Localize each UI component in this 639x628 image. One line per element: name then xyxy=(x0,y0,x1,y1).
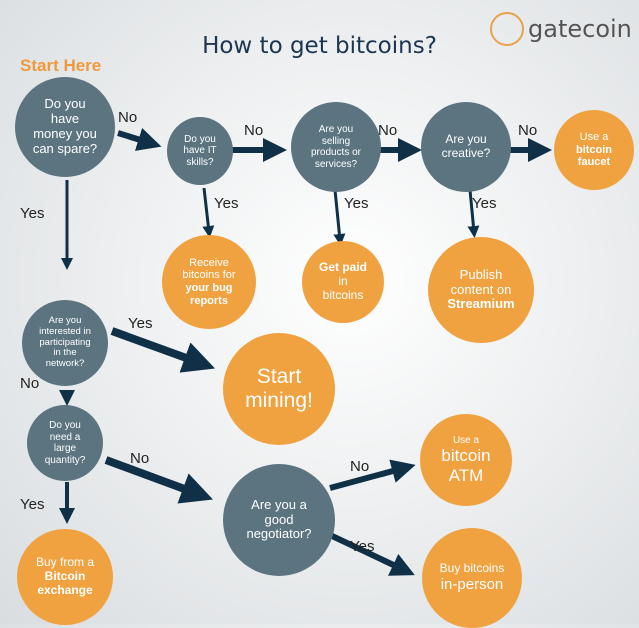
node-line: creative? xyxy=(441,146,491,160)
arrow-negotiator-to-atm xyxy=(329,459,416,491)
node-line: bitcoins for xyxy=(182,269,236,282)
label-yes: Yes xyxy=(20,496,45,513)
node-line: products or xyxy=(310,147,362,158)
node-line: large xyxy=(53,443,77,454)
label-yes: Yes xyxy=(128,315,153,332)
node-line: in the xyxy=(53,347,77,359)
node-line: reports xyxy=(190,294,228,307)
node-line: exchange xyxy=(37,582,93,597)
node-line: in xyxy=(338,274,348,289)
node-line: in-person xyxy=(440,576,504,594)
logo-text: gatecoin xyxy=(528,15,632,43)
node-line: bitcoin xyxy=(575,143,613,156)
node-line: quantity? xyxy=(44,454,86,466)
page-title: How to get bitcoins? xyxy=(202,33,437,59)
node-line: content on xyxy=(450,281,512,297)
gatecoin-logo: gatecoin xyxy=(490,12,632,46)
node-line: Receive xyxy=(189,256,229,269)
node-line: Use a xyxy=(579,131,609,144)
node-line: Do you xyxy=(49,420,81,431)
node-line: selling xyxy=(321,135,351,147)
label-yes: Yes xyxy=(214,195,239,212)
node-line: Are you xyxy=(318,124,354,135)
node-line: bitcoin xyxy=(441,446,491,466)
node-line: negotiator? xyxy=(246,526,312,542)
node-line: bitcoins xyxy=(322,287,364,302)
arrow-selling-to-paid xyxy=(333,189,346,246)
node-line: money you xyxy=(33,126,97,141)
label-yes: Yes xyxy=(472,195,497,212)
node-line: Bitcoin xyxy=(44,569,86,584)
label-no: No xyxy=(378,122,398,139)
node-line: Use a xyxy=(452,434,480,446)
gatecoin-logo-icon xyxy=(490,12,524,46)
arrow-negotiator-to-inperson xyxy=(328,532,415,576)
node-line: participating xyxy=(39,336,91,348)
node-line: interested in xyxy=(39,325,91,337)
node-line: have xyxy=(50,111,80,127)
arrow-creative-to-publish xyxy=(467,189,480,238)
node-line: Do you xyxy=(184,133,216,145)
arrow-it-to-bug xyxy=(202,187,215,238)
node-line: Publish xyxy=(459,266,503,282)
node-line: have IT xyxy=(183,145,217,157)
node-line: Are you xyxy=(445,132,487,147)
start-here-label: Start Here xyxy=(20,56,102,75)
node-line: network? xyxy=(45,358,85,370)
arrow-money-to-it xyxy=(117,127,162,151)
node-line: Do you xyxy=(44,96,86,112)
node-line: Start xyxy=(256,364,302,388)
node-line: Are you a xyxy=(251,496,307,512)
label-no: No xyxy=(20,375,40,392)
node-line: Get paid xyxy=(318,260,367,275)
label-yes: Yes xyxy=(344,195,369,212)
arrow-network-to-mining xyxy=(110,327,216,373)
node-line: Buy from a xyxy=(35,555,95,570)
node-line: Are you xyxy=(48,314,82,326)
label-yes: Yes xyxy=(350,538,375,555)
node-line: mining! xyxy=(245,389,313,412)
node-line: need a xyxy=(49,431,81,443)
node-line: faucet xyxy=(577,156,611,169)
label-yes: Yes xyxy=(20,205,45,222)
node-line: Streamium xyxy=(447,296,515,312)
node-line: services? xyxy=(314,158,358,170)
node-line: good xyxy=(264,511,294,527)
label-no: No xyxy=(118,109,138,126)
node-line: skills? xyxy=(186,156,214,168)
node-line: can spare? xyxy=(32,140,98,156)
label-no: No xyxy=(350,458,370,475)
arrow-quantity-to-negotiator xyxy=(104,456,214,504)
label-no: No xyxy=(130,450,150,467)
label-no: No xyxy=(518,122,538,139)
node-line: your bug xyxy=(185,282,233,294)
node-line: Buy bitcoins xyxy=(439,561,505,576)
label-no: No xyxy=(244,122,264,139)
node-line: ATM xyxy=(448,465,484,485)
